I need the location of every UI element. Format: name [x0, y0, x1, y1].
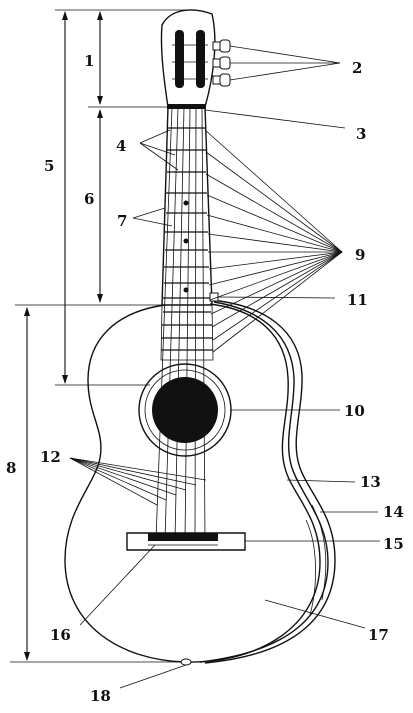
label-7: 7 — [117, 212, 127, 230]
tuning-keys — [212, 39, 231, 87]
headstock-slot — [175, 30, 184, 88]
guitar-neck — [160, 104, 214, 361]
fret-marker — [183, 287, 189, 293]
label-6: 6 — [84, 190, 94, 208]
fret-marker — [183, 238, 189, 244]
callout-labels: 1 2 3 4 5 6 7 8 9 10 11 12 13 14 15 16 1… — [6, 52, 404, 705]
label-11: 11 — [347, 291, 368, 309]
dimension-lines — [10, 9, 200, 663]
fret-marker — [183, 200, 189, 206]
label-16: 16 — [50, 626, 71, 644]
label-4: 4 — [116, 137, 126, 155]
headstock-slot — [196, 30, 205, 88]
label-5: 5 — [44, 157, 54, 175]
end-pin — [180, 658, 192, 666]
label-18: 18 — [90, 687, 111, 705]
label-9: 9 — [355, 246, 365, 264]
label-12: 12 — [40, 448, 61, 466]
label-10: 10 — [344, 402, 365, 420]
label-8: 8 — [6, 459, 16, 477]
label-1: 1 — [84, 52, 94, 70]
leader-lines — [69, 45, 380, 689]
headstock — [160, 9, 231, 108]
bridge — [126, 532, 246, 551]
strings — [155, 106, 206, 541]
sound-hole — [138, 363, 232, 457]
label-15: 15 — [383, 535, 404, 553]
label-2: 2 — [352, 59, 362, 77]
label-3: 3 — [356, 125, 366, 143]
label-17: 17 — [368, 626, 389, 644]
label-13: 13 — [360, 473, 381, 491]
label-14: 14 — [383, 503, 404, 521]
